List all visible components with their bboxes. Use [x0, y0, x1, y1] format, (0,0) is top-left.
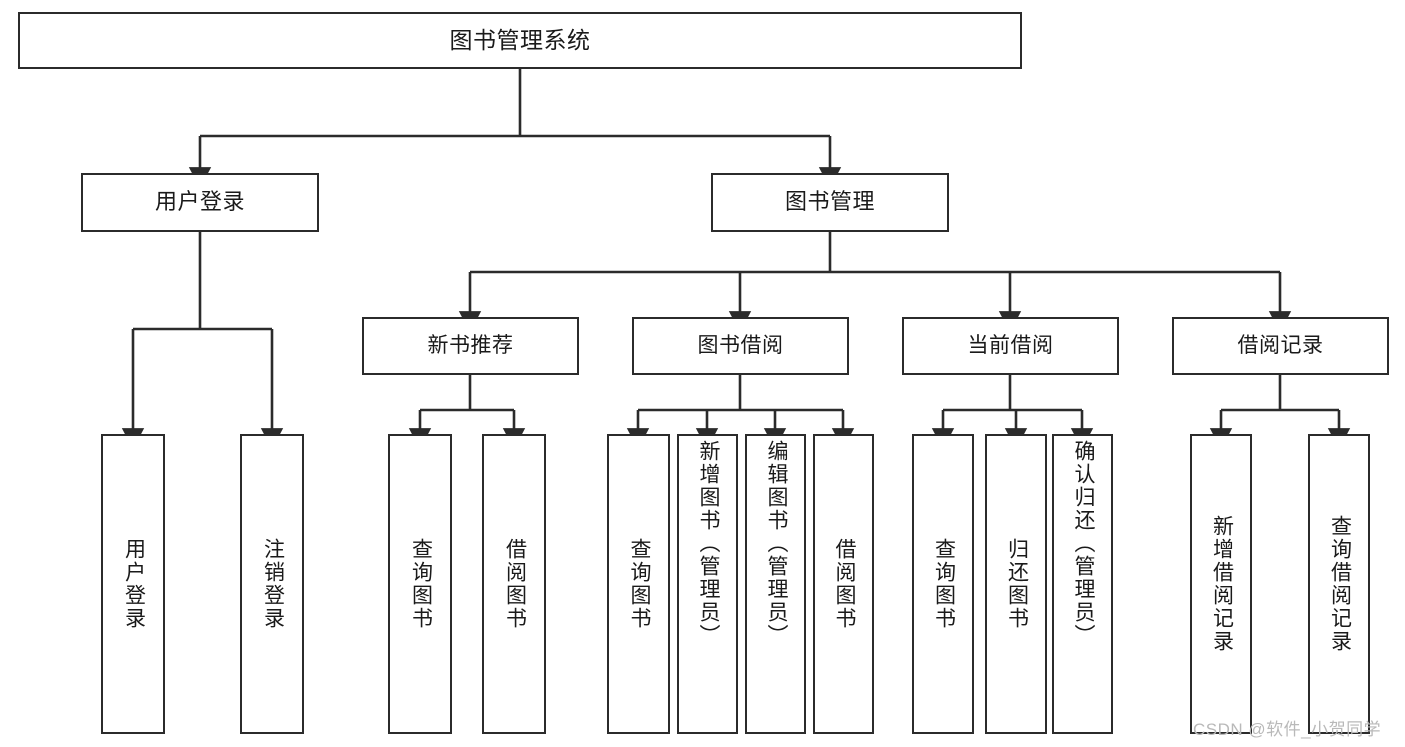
node-level3-0[interactable]: 新书推荐	[362, 317, 579, 375]
node-leaf-9[interactable]: 归还图书	[985, 434, 1047, 734]
node-label: 图书借阅	[697, 334, 784, 358]
node-leaf-12[interactable]: 查询借阅记录	[1308, 434, 1370, 734]
node-label: 当前借阅	[967, 334, 1054, 358]
leaf-label: 新增图书（管理员）	[696, 440, 720, 647]
node-leaf-8[interactable]: 查询图书	[912, 434, 974, 734]
node-level3-3[interactable]: 借阅记录	[1172, 317, 1389, 375]
node-leaf-3[interactable]: 借阅图书	[482, 434, 546, 734]
node-level2-1[interactable]: 图书管理	[711, 173, 949, 232]
node-leaf-4[interactable]: 查询图书	[607, 434, 670, 734]
leaf-label: 查询借阅记录	[1328, 515, 1352, 653]
node-leaf-2[interactable]: 查询图书	[388, 434, 452, 734]
node-root-book-management-system[interactable]: 图书管理系统	[18, 12, 1022, 69]
node-leaf-10[interactable]: 确认归还（管理员）	[1052, 434, 1113, 734]
node-leaf-11[interactable]: 新增借阅记录	[1190, 434, 1252, 734]
leaf-label: 借阅图书	[832, 538, 856, 630]
node-leaf-6[interactable]: 编辑图书（管理员）	[745, 434, 806, 734]
node-leaf-5[interactable]: 新增图书（管理员）	[677, 434, 738, 734]
node-leaf-1[interactable]: 注销登录	[240, 434, 304, 734]
node-leaf-0[interactable]: 用户登录	[101, 434, 165, 734]
node-label: 新书推荐	[427, 334, 514, 358]
leaf-label: 新增借阅记录	[1210, 515, 1234, 653]
node-level3-2[interactable]: 当前借阅	[902, 317, 1119, 375]
leaf-label: 编辑图书（管理员）	[764, 440, 788, 647]
node-level3-1[interactable]: 图书借阅	[632, 317, 849, 375]
leaf-label: 确认归还（管理员）	[1071, 440, 1095, 647]
leaf-label: 归还图书	[1005, 538, 1029, 630]
leaf-label: 借阅图书	[503, 538, 527, 630]
leaf-label: 查询图书	[932, 538, 956, 630]
node-level2-0[interactable]: 用户登录	[81, 173, 319, 232]
leaf-label: 查询图书	[627, 538, 651, 630]
edges	[121, 69, 1351, 450]
node-label: 借阅记录	[1237, 334, 1324, 358]
node-label: 用户登录	[154, 189, 245, 215]
node-label: 图书管理系统	[449, 26, 591, 53]
leaf-label: 注销登录	[261, 538, 285, 630]
node-label: 图书管理	[784, 189, 875, 215]
csdn-watermark: CSDN @软件_小贺同学	[1193, 720, 1382, 739]
leaf-label: 用户登录	[122, 538, 146, 630]
node-leaf-7[interactable]: 借阅图书	[813, 434, 874, 734]
leaf-label: 查询图书	[409, 538, 433, 630]
